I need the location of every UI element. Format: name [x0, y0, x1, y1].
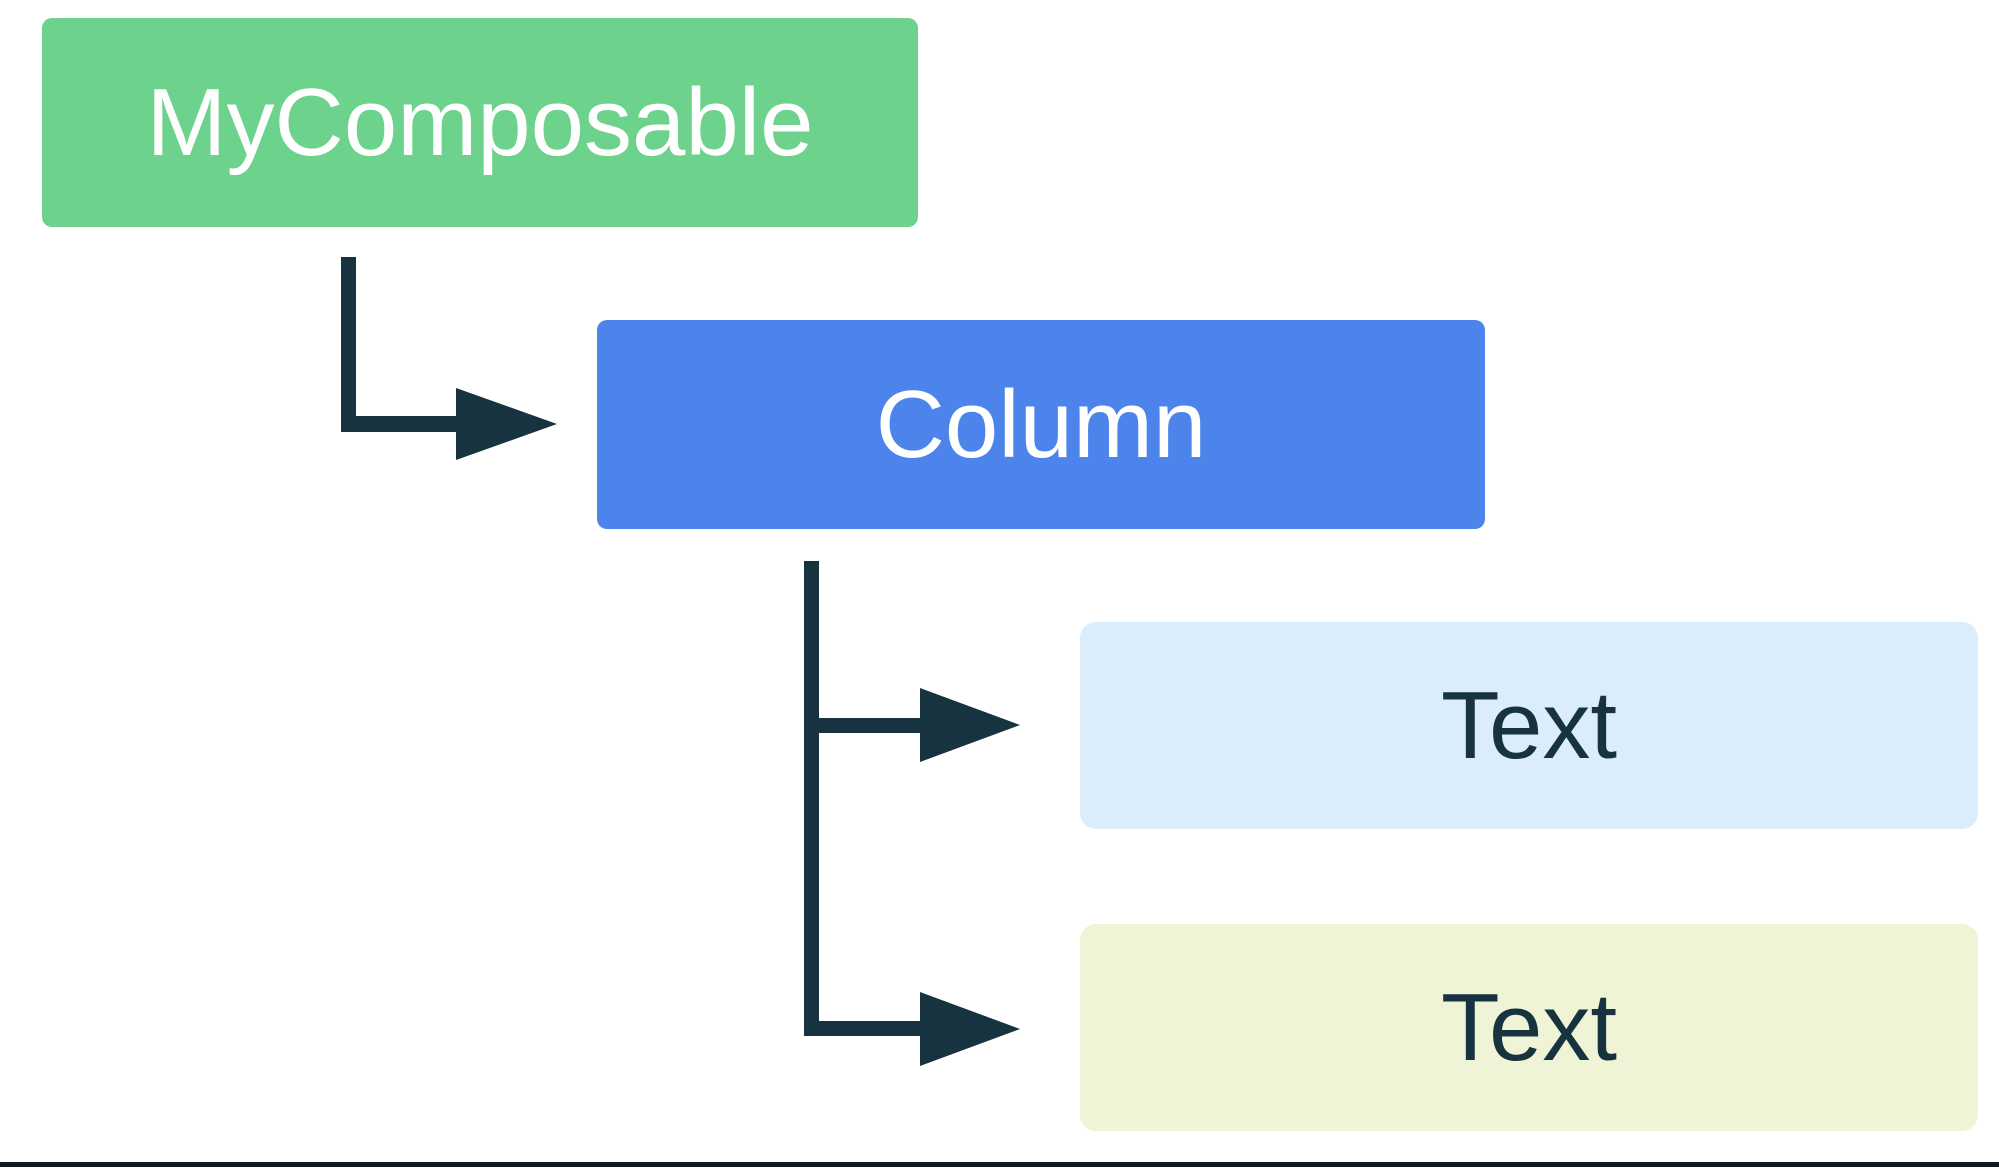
- arrow-column-to-text-2-bar: [804, 1021, 920, 1036]
- arrow-column-to-text-1-bar: [804, 718, 920, 733]
- arrowhead-icon: [920, 992, 1020, 1066]
- page-bottom-divider: [0, 1162, 1999, 1167]
- arrow-mycomposable-to-column-bar: [341, 416, 456, 432]
- arrow-column-trunk-stem: [804, 561, 819, 1036]
- arrow-mycomposable-to-column-stem: [341, 257, 356, 432]
- node-column-label: Column: [875, 370, 1207, 478]
- arrowhead-icon: [456, 388, 557, 460]
- node-text-2-label: Text: [1440, 973, 1618, 1081]
- node-column: Column: [597, 320, 1485, 529]
- node-text-1-label: Text: [1440, 671, 1618, 779]
- arrowhead-icon: [920, 688, 1020, 762]
- node-mycomposable-label: MyComposable: [146, 68, 814, 176]
- node-mycomposable: MyComposable: [42, 18, 918, 227]
- node-text-1: Text: [1080, 622, 1978, 829]
- node-text-2: Text: [1080, 924, 1978, 1131]
